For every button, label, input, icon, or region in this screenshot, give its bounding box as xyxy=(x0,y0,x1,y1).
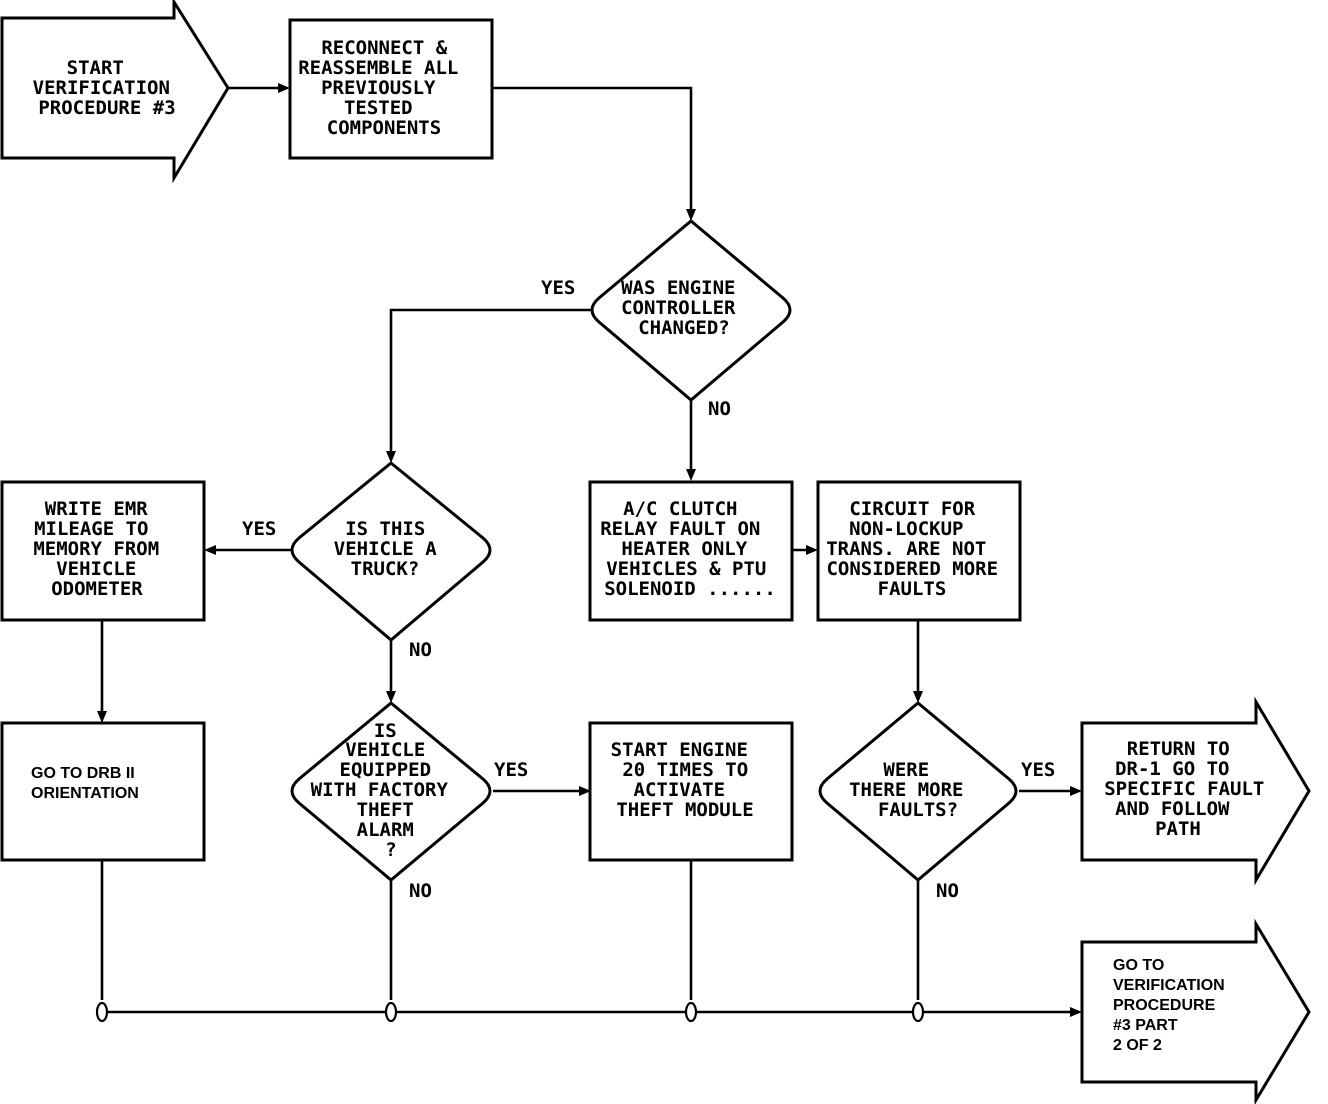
theft-alarm-decision: IS VEHICLE EQUIPPED WITH FACTORY THEFT A… xyxy=(290,701,492,882)
start-engine-node: START ENGINE 20 TIMES TO ACTIVATE THEFT … xyxy=(588,721,794,862)
write-emr-text: WRITE EMR MILEAGE TO MEMORY FROM VEHICLE… xyxy=(33,498,170,600)
connector-reconnect-engine xyxy=(492,86,693,212)
circuit-text: CIRCUIT FOR NON-LOCKUP TRANS. ARE NOT CO… xyxy=(826,498,1009,600)
write-emr-box xyxy=(0,480,206,622)
ac-clutch-box xyxy=(588,480,794,622)
circuit-box xyxy=(816,480,1022,622)
more-faults-diamond xyxy=(818,701,1018,882)
part2-node: GO TO VERIFICATION PROCEDURE #3 PART 2 O… xyxy=(1080,918,1311,1104)
theft-alarm-text: IS VEHICLE EQUIPPED WITH FACTORY THEFT A… xyxy=(311,720,460,861)
truck-decision: IS THIS VEHICLE A TRUCK? xyxy=(290,461,492,642)
junctions xyxy=(95,1001,925,1023)
return-dr1-arrow-shape xyxy=(1080,696,1311,886)
engine-controller-decision: WAS ENGINE CONTROLLER CHANGED? xyxy=(590,219,792,402)
reconnect-text: RECONNECT & REASSEMBLE ALL PREVIOUSLY TE… xyxy=(298,37,470,139)
truck-diamond xyxy=(290,461,492,642)
return-dr1-text: RETURN TO DR-1 GO TO SPECIFIC FAULT AND … xyxy=(1104,738,1276,840)
no-label: NO xyxy=(936,880,959,902)
yes-label: YES xyxy=(541,277,575,299)
start-engine-box xyxy=(588,721,794,862)
junction-ring xyxy=(95,1001,109,1023)
ac-clutch-node: A/C CLUTCH RELAY FAULT ON HEATER ONLY VE… xyxy=(588,480,794,622)
no-label: NO xyxy=(409,880,432,902)
arrowhead xyxy=(1070,1007,1082,1017)
drb-orientation-text: GO TO DRB II ORIENTATION xyxy=(31,765,139,802)
arrowhead xyxy=(806,545,818,555)
write-emr-node: WRITE EMR MILEAGE TO MEMORY FROM VEHICLE… xyxy=(0,480,206,622)
junction-ring xyxy=(911,1001,925,1023)
arrowhead xyxy=(1070,786,1082,796)
arrowhead xyxy=(97,711,107,723)
arrowheads xyxy=(97,83,1082,1017)
start-arrow-shape xyxy=(0,0,230,184)
theft-alarm-diamond xyxy=(290,701,492,882)
junction-ring xyxy=(384,1001,398,1023)
arrowhead xyxy=(386,691,396,703)
reconnect-node: RECONNECT & REASSEMBLE ALL PREVIOUSLY TE… xyxy=(288,18,494,160)
start-engine-text: START ENGINE 20 TIMES TO ACTIVATE THEFT … xyxy=(611,739,760,821)
yes-label: YES xyxy=(1021,759,1055,781)
drb-orientation-node: GO TO DRB II ORIENTATION xyxy=(0,721,206,862)
ac-clutch-text: A/C CLUTCH RELAY FAULT ON HEATER ONLY VE… xyxy=(600,498,778,600)
arrowhead xyxy=(386,451,396,463)
return-dr1-node: RETURN TO DR-1 GO TO SPECIFIC FAULT AND … xyxy=(1080,696,1311,886)
reconnect-box xyxy=(288,18,494,160)
part2-text: GO TO VERIFICATION PROCEDURE #3 PART 2 O… xyxy=(1113,957,1229,1054)
circuit-node: CIRCUIT FOR NON-LOCKUP TRANS. ARE NOT CO… xyxy=(816,480,1022,622)
branch-labels: YES NO YES NO YES NO YES NO xyxy=(242,277,1055,902)
part2-arrow-shape xyxy=(1080,918,1311,1104)
no-label: NO xyxy=(708,398,731,420)
drb-orientation-box xyxy=(0,721,206,862)
more-faults-text: WERE THERE MORE FAULTS? xyxy=(849,759,975,821)
arrowhead xyxy=(579,786,591,796)
arrowhead xyxy=(686,469,696,481)
start-node: START VERIFICATION PROCEDURE #3 xyxy=(0,0,230,184)
engine-controller-text: WAS ENGINE CONTROLLER CHANGED? xyxy=(621,277,747,339)
yes-label: YES xyxy=(494,759,528,781)
truck-text: IS THIS VEHICLE A TRUCK? xyxy=(334,518,448,580)
arrowhead xyxy=(204,545,216,555)
arrowhead xyxy=(686,209,696,221)
engine-controller-diamond xyxy=(590,219,792,402)
no-label: NO xyxy=(409,639,432,661)
start-text: START VERIFICATION PROCEDURE #3 xyxy=(33,57,182,119)
connectors xyxy=(100,86,1073,1014)
yes-label: YES xyxy=(242,518,276,540)
more-faults-decision: WERE THERE MORE FAULTS? xyxy=(818,701,1018,882)
junction-ring xyxy=(684,1001,698,1023)
connector-engine-yes-truck xyxy=(389,308,591,454)
arrowhead xyxy=(278,83,290,93)
arrowhead xyxy=(913,691,923,703)
